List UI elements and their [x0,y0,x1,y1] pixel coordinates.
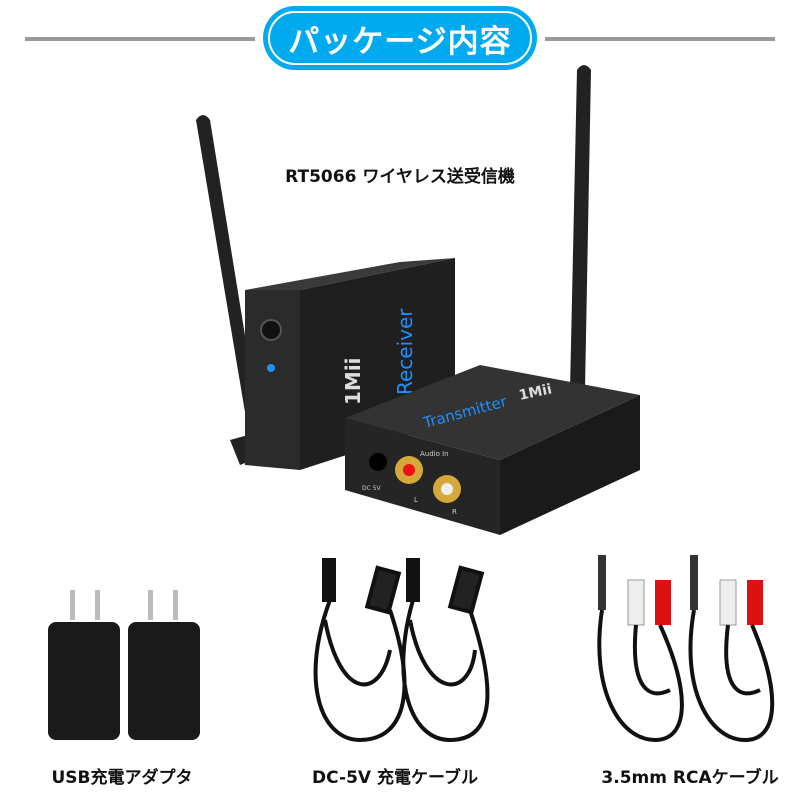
rca-cable-1 [597,555,684,743]
audio-in-label: Audio In [420,450,449,458]
caption-usb-adapter: USB充電アダプタ [51,768,193,788]
section-title: パッケージ内容 [268,11,532,65]
transmitter-antenna [570,65,591,390]
brand-logo: 1Mii [341,357,365,405]
rca-cable-2 [688,555,775,743]
divider-left [25,37,255,41]
divider-right [545,37,775,41]
receiver-label: Receiver [393,308,417,395]
dc-cable-2 [401,558,490,743]
section-title-badge: パッケージ内容 [263,6,537,70]
caption-rca-cable: 3.5mm RCAケーブル [601,768,779,788]
left-label: L [414,496,418,504]
dc-jack [369,453,387,471]
dc-label: DC 5V [362,485,382,492]
transmitter-device: Transmitter 1Mii DC 5V Audio In L R [345,365,640,535]
receiver-device: Receiver 1Mii [245,258,455,470]
caption-dc-cable: DC-5V 充電ケーブル [312,768,478,788]
dc-cable-1 [313,558,407,743]
brand-logo-2: 1Mii [518,381,554,404]
usb-adapter-1 [48,590,120,740]
caption-transceiver: RT5066 ワイヤレス送受信機 [285,167,515,187]
usb-adapter-2 [128,590,200,740]
right-label: R [452,508,457,516]
